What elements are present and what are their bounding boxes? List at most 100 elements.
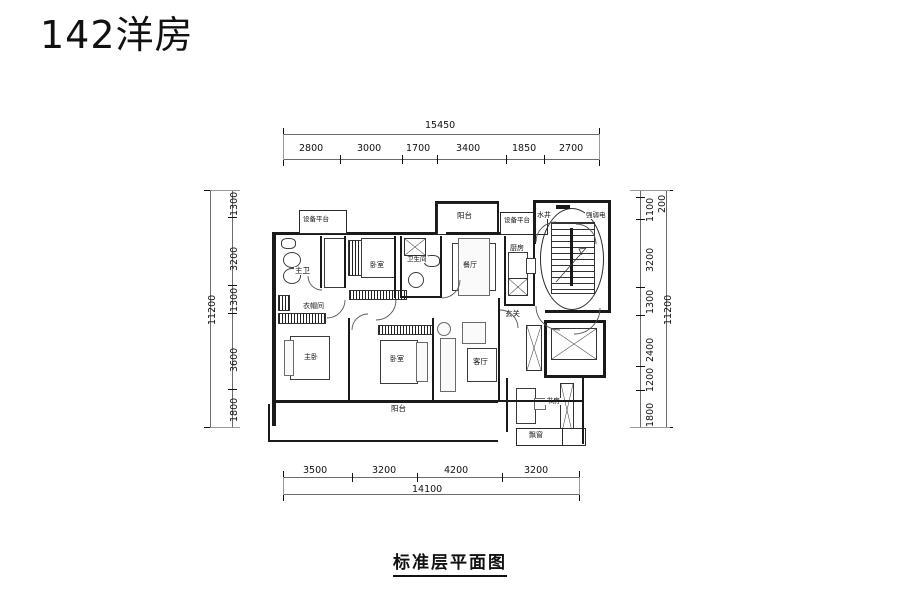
elevator-lobby-x: [526, 325, 542, 371]
dim-bottom-overall-line: [283, 494, 580, 495]
drawing-caption: 标准层平面图: [0, 548, 900, 577]
room-label-equipment-platform-right: 设备平台: [503, 216, 531, 224]
dim-ext: [599, 134, 600, 160]
dim-ext: [283, 134, 284, 160]
dim-top-overall-value: 15450: [425, 120, 456, 131]
room-label-equipment-platform-left: 设备平台: [302, 215, 330, 223]
room-label-kitchen: 厨房: [509, 244, 525, 252]
dim-right-overall-value: 11200: [663, 294, 674, 325]
stair-core-ellipse: [540, 208, 604, 310]
kitchen-stove: [526, 258, 536, 274]
dim-tick: [402, 155, 403, 164]
dim-tick: [506, 155, 507, 164]
dim-bottom-seg-3: 3200: [524, 465, 549, 476]
toilet-fixture: [281, 238, 296, 249]
wall-elevator-right: [603, 320, 606, 378]
room-label-balcony-lower: 阳台: [390, 404, 407, 413]
room-label-closet: 衣帽间: [302, 302, 325, 310]
dim-tick: [228, 217, 237, 218]
sink-fixture: [283, 252, 301, 268]
dim-tick: [636, 390, 645, 391]
wall-core-bottom: [545, 310, 611, 313]
dim-bottom-seg-1: 3200: [372, 465, 397, 476]
stair-center-rail: [570, 228, 573, 286]
dim-bottom-segment-line: [283, 477, 580, 478]
dim-right-seg-4: 2400: [645, 337, 656, 362]
dim-right-seg-3: 1300: [645, 289, 656, 314]
staircase-treads: [551, 222, 595, 294]
dim-tick: [502, 473, 503, 482]
kitchen-appliance-x: [508, 278, 528, 296]
dim-top-overall-line: [283, 134, 600, 135]
dim-right-seg-1: 1100: [645, 197, 656, 222]
room-label-bedroom-upper: 卧室: [369, 261, 385, 269]
room-label-electrical-shaft: 强弱电: [585, 211, 607, 219]
room-label-bay-window: 飘窗: [528, 431, 544, 439]
dim-top-seg-4: 1850: [512, 143, 537, 154]
dim-tick: [636, 219, 645, 220]
shaft-marker-a: [556, 205, 570, 209]
dim-left-seg-2: 1300: [229, 287, 240, 312]
dim-left-seg-1: 3200: [229, 246, 240, 271]
dim-left-segment-line: [232, 190, 233, 427]
side-table: [437, 322, 451, 336]
dim-right-seg-2: 3200: [645, 247, 656, 272]
bed-upper: [361, 238, 395, 278]
dim-ext: [210, 427, 240, 428]
wall-kitchen-bottom: [504, 304, 535, 306]
dim-tick: [636, 197, 645, 198]
wall-bathroom-right: [440, 236, 442, 298]
drawing-caption-text: 标准层平面图: [393, 553, 507, 577]
wall-balcony-lower-top: [272, 400, 498, 403]
wall-balcony-lower-left: [268, 404, 270, 442]
dim-top-seg-0: 2800: [299, 143, 324, 154]
dim-right-seg-5: 1200: [645, 367, 656, 392]
wall-balcony-upper-right: [497, 201, 499, 234]
bay-window-outline-b: [562, 428, 586, 446]
dim-right-seg-6: 1800: [645, 402, 656, 427]
room-label-master-bedroom: 主卧: [303, 353, 319, 361]
dim-ext: [579, 477, 580, 495]
shower-enclosure: [324, 238, 346, 288]
dim-left-seg-4: 1800: [229, 397, 240, 422]
dim-left-overall-value: 11200: [207, 294, 218, 325]
armchair: [462, 322, 486, 344]
wardrobe-upper: [349, 290, 407, 300]
room-label-foyer: 玄关: [504, 309, 521, 318]
dim-ext: [630, 427, 670, 428]
dim-tick: [228, 313, 237, 314]
kitchen-counter: [508, 252, 528, 280]
dim-tick: [352, 473, 353, 482]
room-label-balcony-upper: 阳台: [456, 211, 473, 220]
wall-top-left-b: [394, 232, 446, 235]
dim-tick: [636, 315, 645, 316]
wall-master-bedroom-right: [348, 318, 350, 400]
wall-top-center: [446, 232, 506, 235]
wall-shower-right: [344, 236, 346, 288]
wall-foyer-left: [498, 298, 500, 402]
dim-bottom-seg-2: 4200: [444, 465, 469, 476]
dim-top-segment-line: [283, 159, 600, 160]
dim-tick: [437, 155, 438, 164]
shaft-x-lower: [560, 383, 574, 437]
wall-core-top: [533, 200, 611, 203]
wall-core-left: [533, 200, 536, 244]
wall-kitchen-left: [504, 236, 506, 306]
dim-left-seg-0: 1300: [229, 191, 240, 216]
dim-tick: [228, 285, 237, 286]
wall-bathroom-bottom: [400, 296, 442, 298]
wardrobe-lower: [378, 325, 434, 335]
wall-bedroom-lower-right: [432, 318, 434, 400]
wall-balcony-lower-bottom: [268, 440, 498, 442]
elevator-car-x: [551, 328, 597, 360]
dim-tick: [417, 473, 418, 482]
dim-ext: [630, 190, 670, 191]
wall-right-block-top: [498, 400, 584, 402]
room-label-bedroom-lower: 卧室: [389, 355, 405, 363]
wall-right-block-right: [582, 378, 584, 444]
room-label-water-shaft: 水井: [536, 211, 552, 219]
dim-right-segment-line: [640, 190, 641, 427]
dim-tick: [636, 366, 645, 367]
